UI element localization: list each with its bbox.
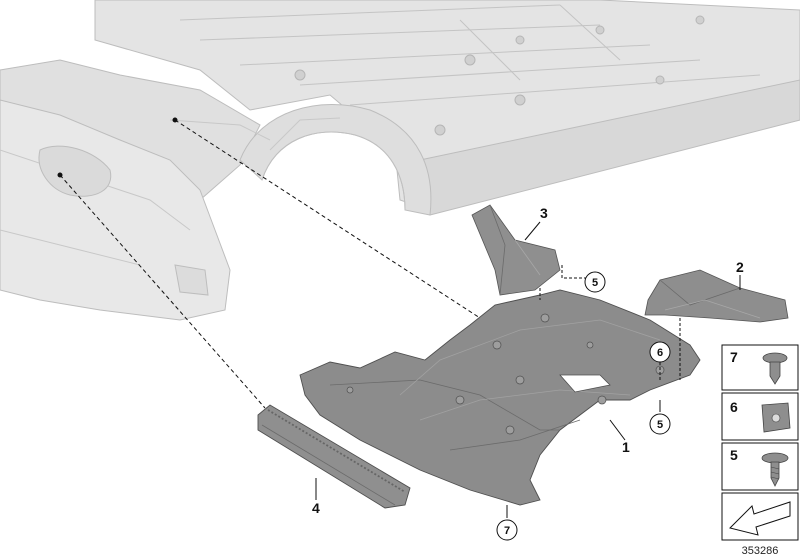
part-1-underbody-panel bbox=[299, 289, 701, 506]
diagram-number: 353286 bbox=[742, 545, 779, 557]
screw-icon bbox=[761, 452, 789, 487]
speed-nut-icon bbox=[761, 402, 791, 433]
circled-label-7: 7 bbox=[504, 525, 510, 537]
vehicle-front-end bbox=[0, 59, 432, 321]
circled-callout-5-lower: 5 bbox=[649, 413, 671, 435]
circled-label-5-upper: 5 bbox=[592, 277, 598, 289]
part-4-air-duct bbox=[257, 404, 411, 509]
circled-label-6: 6 bbox=[657, 347, 663, 359]
legend-panel: 7 6 5 bbox=[721, 344, 799, 541]
part-3-bracket bbox=[471, 204, 561, 296]
circled-callout-5-upper: 5 bbox=[584, 271, 606, 293]
leader-lines bbox=[57, 117, 741, 518]
callout-part-4: 4 bbox=[312, 500, 320, 516]
legend-label-5: 5 bbox=[730, 447, 738, 463]
circled-callout-7: 7 bbox=[496, 519, 518, 541]
circled-callout-6: 6 bbox=[649, 341, 671, 363]
callout-part-2: 2 bbox=[736, 259, 744, 275]
clip-icon bbox=[762, 352, 788, 385]
circled-label-5-lower: 5 bbox=[657, 419, 663, 431]
legend-label-6: 6 bbox=[730, 399, 738, 415]
vehicle-underbody bbox=[94, 0, 800, 216]
legend-box-5 bbox=[721, 442, 799, 491]
legend-box-7 bbox=[721, 344, 799, 391]
direction-arrow-icon bbox=[729, 501, 791, 536]
legend-label-7: 7 bbox=[730, 349, 738, 365]
part-2-bracket bbox=[644, 269, 789, 323]
callout-part-1: 1 bbox=[622, 439, 630, 455]
callout-part-3: 3 bbox=[540, 205, 548, 221]
